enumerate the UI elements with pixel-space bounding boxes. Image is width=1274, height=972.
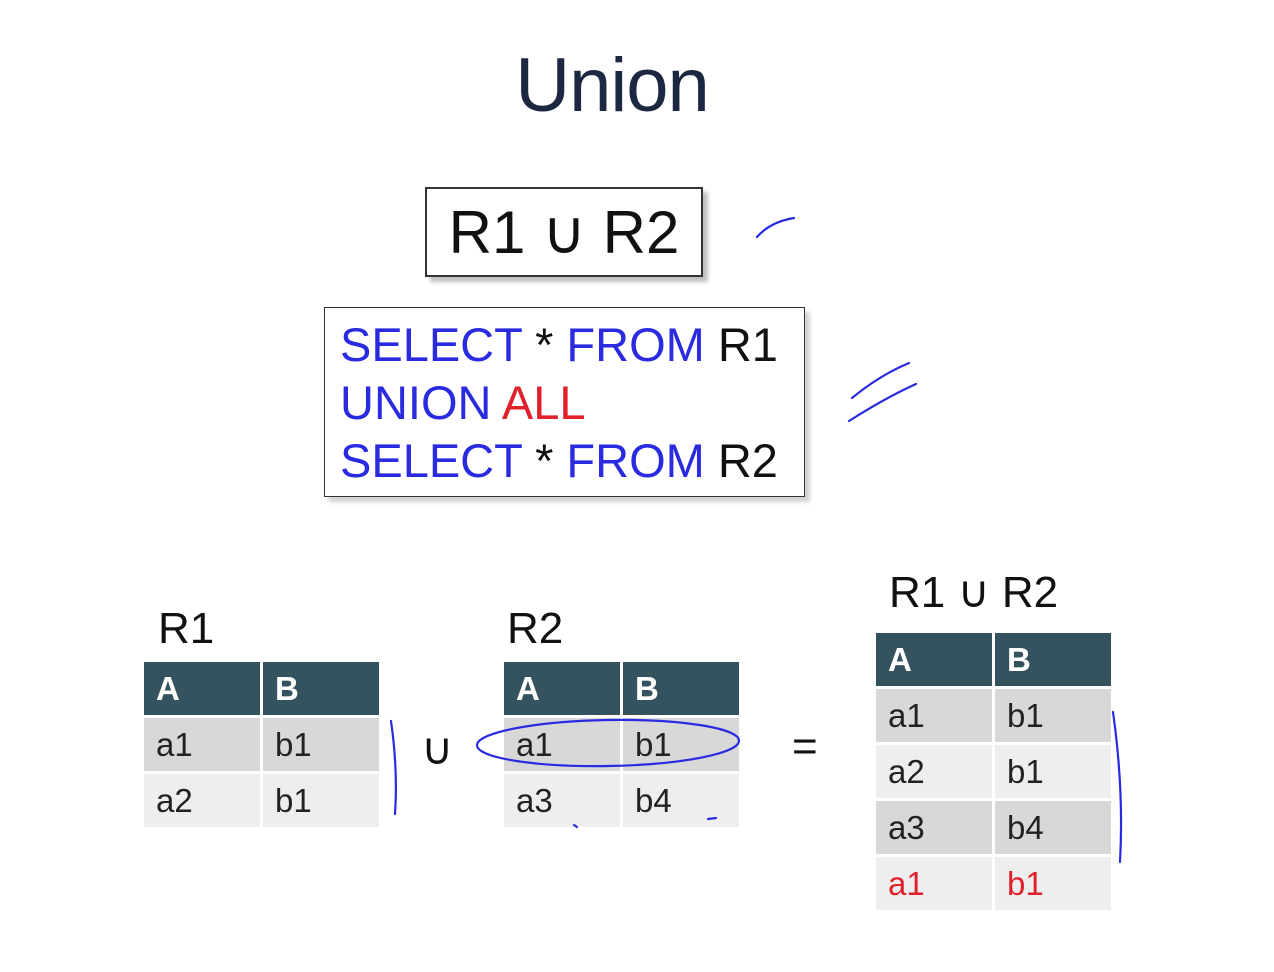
table-cell: a1 — [876, 689, 992, 742]
table-header-row: A B — [144, 662, 379, 715]
r1-table: A B a1 b1 a2 b1 — [141, 659, 382, 830]
table-cell: b1 — [995, 689, 1111, 742]
sql-union-keyword: UNION — [340, 376, 492, 429]
sql-star: * — [535, 318, 554, 371]
sql-select-keyword: SELECT — [340, 318, 522, 371]
column-header: B — [995, 633, 1111, 686]
sql-line-3: SELECT * FROM R2 — [340, 432, 804, 490]
column-header: A — [504, 662, 620, 715]
table-cell: a1 — [504, 718, 620, 771]
table-cell: b1 — [263, 718, 379, 771]
table-cell: b4 — [623, 774, 739, 827]
table-row: a1 b1 — [504, 718, 739, 771]
sql-from-keyword: FROM — [566, 318, 705, 371]
table-row: a3 b4 — [876, 801, 1111, 854]
table-row: a2 b1 — [876, 745, 1111, 798]
r2-table: A B a1 b1 a3 b4 — [501, 659, 742, 830]
table-row: a2 b1 — [144, 774, 379, 827]
table-cell: a3 — [876, 801, 992, 854]
column-header: B — [623, 662, 739, 715]
ink-stroke — [1111, 710, 1123, 864]
r2-label: R2 — [507, 604, 564, 653]
ink-stroke — [755, 216, 796, 239]
table-cell: a2 — [144, 774, 260, 827]
table-cell: b4 — [995, 801, 1111, 854]
sql-from-keyword: FROM — [566, 434, 705, 487]
table-row: a3 b4 — [504, 774, 739, 827]
ink-stroke — [847, 382, 918, 423]
slide-title: Union — [515, 43, 710, 128]
table-cell: b1 — [263, 774, 379, 827]
table-row: a1 b1 — [144, 718, 379, 771]
column-header: B — [263, 662, 379, 715]
r1-label: R1 — [158, 604, 215, 653]
result-label: R1 ∪ R2 — [889, 568, 1059, 617]
sql-line-1: SELECT * FROM R1 — [340, 316, 804, 374]
table-row: a1 b1 — [876, 689, 1111, 742]
table-cell: b1 — [995, 745, 1111, 798]
table-header-row: A B — [504, 662, 739, 715]
table-header-row: A B — [876, 633, 1111, 686]
union-formula-box: R1 ∪ R2 — [425, 187, 703, 277]
equals-sign: = — [792, 722, 818, 771]
sql-table-name: R2 — [717, 434, 778, 487]
union-formula: R1 ∪ R2 — [448, 199, 680, 266]
sql-line-2: UNION ALL — [340, 374, 804, 432]
sql-star: * — [535, 434, 554, 487]
sql-select-keyword: SELECT — [340, 434, 522, 487]
table-cell: a1 — [144, 718, 260, 771]
table-cell: a2 — [876, 745, 992, 798]
ink-stroke — [850, 361, 911, 400]
sql-all-keyword: ALL — [501, 376, 586, 429]
ink-stroke — [389, 719, 397, 816]
sql-query-box: SELECT * FROM R1 UNION ALL SELECT * FROM… — [324, 307, 805, 497]
column-header: A — [876, 633, 992, 686]
table-cell-duplicate: a1 — [876, 857, 992, 910]
result-table: A B a1 b1 a2 b1 a3 b4 a1 b1 — [873, 630, 1114, 913]
table-cell: b1 — [623, 718, 739, 771]
table-cell: a3 — [504, 774, 620, 827]
table-cell-duplicate: b1 — [995, 857, 1111, 910]
table-row-duplicate: a1 b1 — [876, 857, 1111, 910]
sql-table-name: R1 — [717, 318, 778, 371]
column-header: A — [144, 662, 260, 715]
union-operator: ∪ — [421, 725, 454, 774]
